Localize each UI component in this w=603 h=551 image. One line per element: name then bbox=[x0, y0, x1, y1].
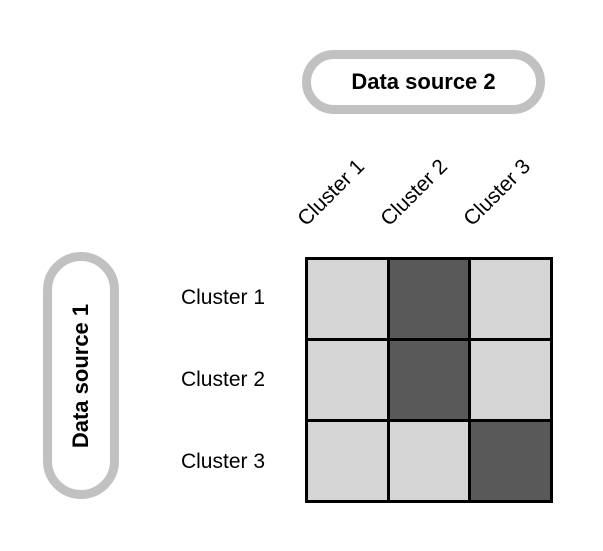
matrix-cell-r3c1 bbox=[308, 422, 387, 500]
row-label-cluster-3: Cluster 3 bbox=[180, 450, 265, 473]
matrix-cell-r2c3 bbox=[471, 341, 550, 419]
data-source-2-label: Data source 2 bbox=[351, 69, 496, 94]
matrix-cell-r3c3 bbox=[471, 422, 550, 500]
matrix-cell-r2c2 bbox=[389, 341, 469, 419]
column-label-cluster-3: Cluster 3 bbox=[459, 154, 536, 231]
matrix-cell-r3c2 bbox=[389, 422, 469, 500]
data-source-1-pill: Data source 1 bbox=[43, 252, 119, 499]
matrix-cell-r2c1 bbox=[308, 341, 387, 419]
matrix-cell-r1c1 bbox=[308, 260, 387, 338]
row-label-cluster-1: Cluster 1 bbox=[180, 286, 265, 309]
matrix-cell-r1c2 bbox=[389, 260, 469, 338]
data-source-1-label: Data source 1 bbox=[68, 303, 94, 448]
row-label-cluster-2: Cluster 2 bbox=[180, 368, 265, 391]
column-label-cluster-2: Cluster 2 bbox=[376, 154, 453, 231]
cluster-matrix bbox=[305, 257, 553, 503]
data-source-2-pill: Data source 2 bbox=[302, 50, 545, 114]
column-label-cluster-1: Cluster 1 bbox=[293, 154, 370, 231]
matrix-cell-r1c3 bbox=[471, 260, 550, 338]
